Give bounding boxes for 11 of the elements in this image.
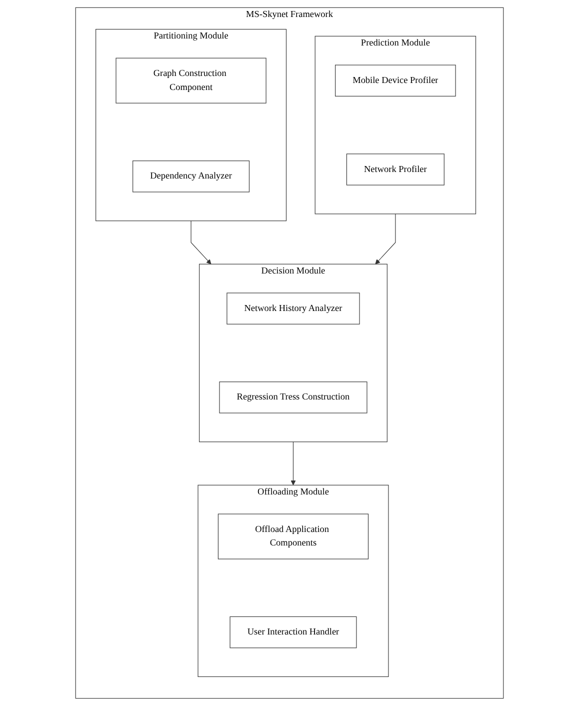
node-box: Regression Tress Construction xyxy=(219,381,368,413)
node-box: Network Profiler xyxy=(346,153,444,185)
arrow xyxy=(375,213,396,264)
node-box: Offload Application Components xyxy=(218,513,369,559)
node-box: Dependency Analyzer xyxy=(132,160,250,192)
arrow xyxy=(290,441,296,485)
node-box: Network History Analyzer xyxy=(226,292,360,324)
arrow xyxy=(190,220,212,264)
node-box: Mobile Device Profiler xyxy=(335,64,456,96)
node-box: Graph Construction Component xyxy=(116,57,266,103)
node-box: User Interaction Handler xyxy=(230,616,357,648)
